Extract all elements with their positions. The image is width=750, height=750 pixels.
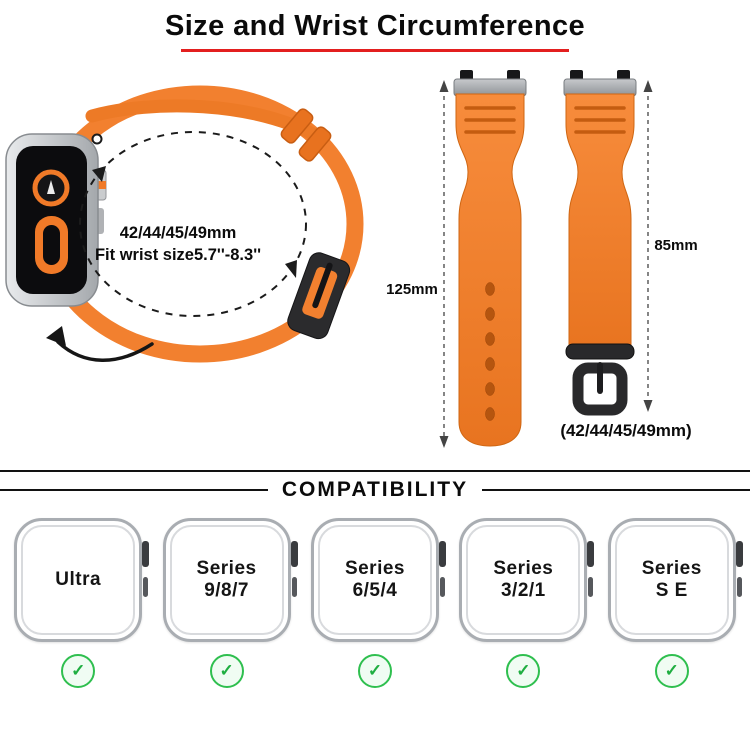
strap-holes [485, 282, 495, 421]
model-label-line1: Series [641, 558, 702, 580]
crown-icon [290, 541, 298, 567]
model-label-line1: Series [344, 558, 405, 580]
model-label-line1: Series [493, 558, 554, 580]
model-series-se: Series S E ✓ [599, 518, 745, 688]
model-label: Series S E [614, 525, 729, 635]
short-strap [563, 70, 637, 416]
model-series-987: Series 9/8/7 ✓ [154, 518, 300, 688]
watch-outline-icon: Series 3/2/1 [459, 518, 595, 642]
side-button-icon [143, 577, 149, 597]
crown-icon [735, 541, 743, 567]
heading-line-left [0, 489, 268, 491]
arrowhead [92, 166, 106, 182]
compatibility-heading: COMPATIBILITY [0, 478, 750, 502]
wrap-arrow [56, 340, 154, 362]
watch-dial-needle [47, 180, 55, 194]
crown-icon [438, 541, 446, 567]
dashed-circle-start-marker [91, 133, 103, 145]
model-series-654: Series 6/5/4 ✓ [302, 518, 448, 688]
band-buckle [287, 252, 351, 340]
band-keeper [298, 126, 332, 162]
side-button-icon [736, 577, 742, 597]
band-keeper [280, 108, 314, 144]
buckle-prong [597, 362, 603, 394]
check-icon: ✓ [209, 654, 244, 688]
heading-line-right [482, 489, 750, 491]
side-button-icon [439, 577, 445, 597]
watch-outline-icon: Ultra [14, 518, 150, 642]
strap-adapter [563, 78, 637, 97]
model-ultra: Ultra ✓ [5, 518, 151, 688]
model-label: Series 9/8/7 [169, 525, 284, 635]
model-label-line2: S E [655, 580, 688, 601]
size-caption: (42/44/45/49mm) [560, 421, 691, 440]
model-label: Series 6/5/4 [317, 525, 432, 635]
model-label-line2: 3/2/1 [500, 580, 546, 601]
long-strap-measure: 125mm [386, 80, 449, 448]
long-strap-length-label: 125mm [386, 281, 438, 298]
watch-crown-accent [96, 181, 106, 189]
short-strap-length-label: 85mm [654, 237, 697, 254]
model-label: Ultra [21, 525, 136, 635]
watch-band-loop-illustration: 42/44/45/49mm Fit wrist size5.7''-8.3'' [5, 85, 364, 363]
watch-outline-icon: Series S E [607, 518, 743, 642]
strap-length-illustration: 125mm 85mm (42/44 [386, 70, 698, 448]
check-icon: ✓ [506, 654, 541, 688]
check-icon: ✓ [654, 654, 689, 688]
model-label-line1: Series [196, 558, 257, 580]
wrist-size-line2: Fit wrist size5.7''-8.3'' [95, 246, 261, 264]
watch-outline-icon: Series 9/8/7 [162, 518, 298, 642]
model-label-line2: 9/8/7 [204, 580, 249, 601]
title-underline [181, 49, 569, 52]
watch-outline-icon: Series 6/5/4 [310, 518, 446, 642]
dashed-wrist-circle [79, 131, 307, 317]
short-strap-measure: 85mm [643, 80, 698, 412]
arrowhead [285, 260, 297, 278]
title-section: Size and Wrist Circumference [0, 0, 750, 52]
page-title: Size and Wrist Circumference [164, 10, 586, 42]
wrist-size-line1: 42/44/45/49mm [120, 224, 237, 242]
wrap-arrowhead [46, 326, 66, 346]
model-label: Series 3/2/1 [466, 525, 581, 635]
crown-icon [587, 541, 595, 567]
check-icon: ✓ [61, 654, 96, 688]
compatible-models-row: Ultra ✓ Series 9/8/7 ✓ Se [0, 502, 750, 688]
model-label-line1: Ultra [55, 569, 102, 591]
long-strap-body [455, 93, 525, 447]
watch-face-oval-inner [43, 225, 60, 265]
side-button-icon [588, 577, 594, 597]
model-series-321: Series 3/2/1 ✓ [450, 518, 596, 688]
buckle-keeper [565, 343, 635, 360]
model-label-line2: 6/5/4 [352, 580, 398, 601]
size-diagram: 42/44/45/49mm Fit wrist size5.7''-8.3'' [0, 54, 750, 456]
check-icon: ✓ [357, 654, 392, 688]
divider-line [0, 470, 750, 472]
compatibility-title: COMPATIBILITY [281, 478, 469, 501]
crown-icon [142, 541, 150, 567]
long-strap [453, 70, 527, 447]
watch-ultra-illustration [5, 133, 107, 307]
strap-adapter [453, 78, 527, 97]
side-button-icon [291, 577, 297, 597]
